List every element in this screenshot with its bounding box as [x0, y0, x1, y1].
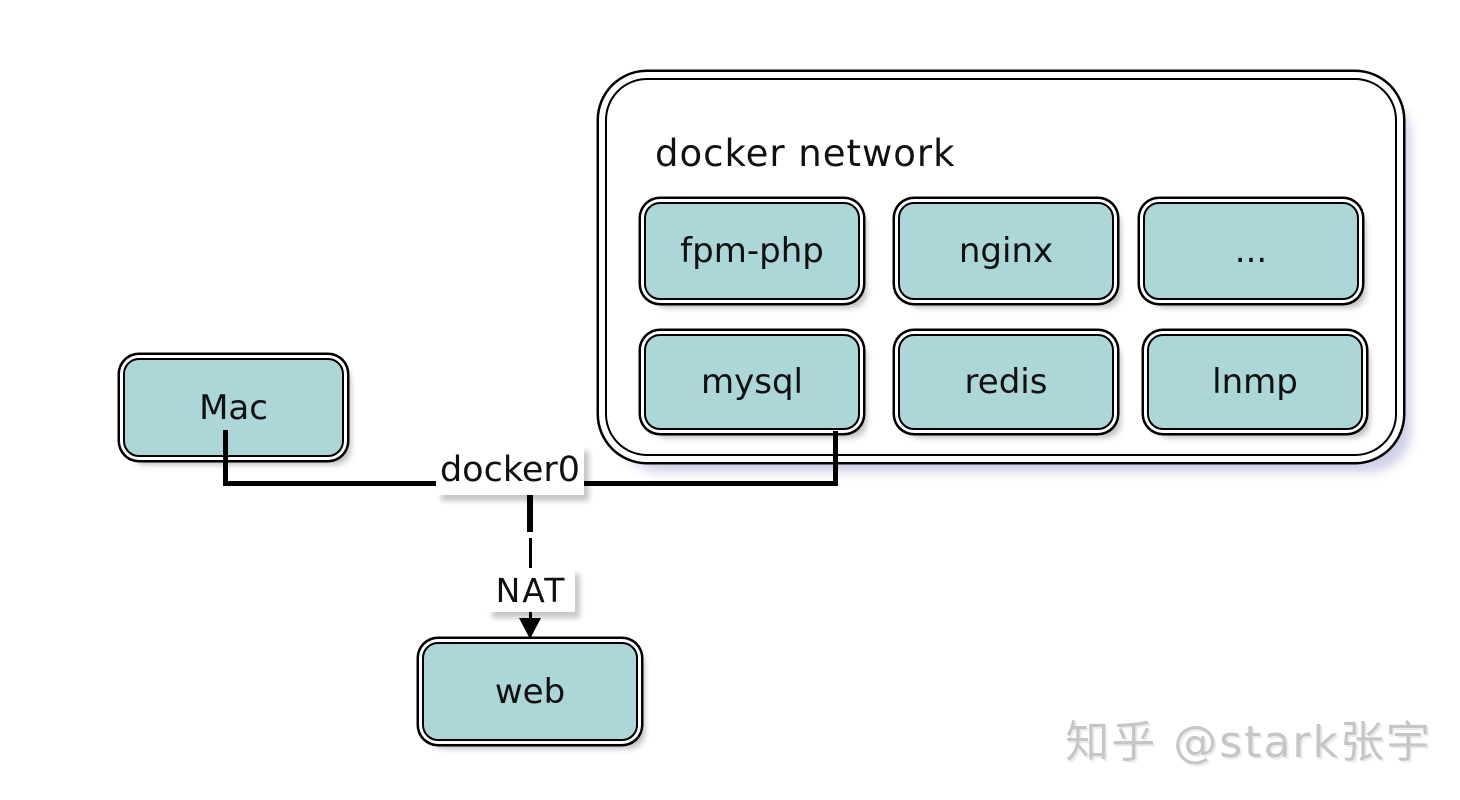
container-node-ellipsis: ...	[1143, 202, 1359, 300]
host-node-mac: Mac	[123, 358, 344, 457]
container-node-label: mysql	[701, 362, 803, 402]
watermark-text: 知乎 @stark张宇	[1065, 717, 1432, 768]
edge-label-docker0: docker0	[436, 445, 584, 495]
container-node-redis: redis	[898, 334, 1114, 430]
container-node-lnmp: lnmp	[1147, 334, 1363, 430]
container-node-nginx: nginx	[898, 202, 1114, 300]
host-node-label: Mac	[199, 387, 268, 428]
container-node-label: nginx	[958, 231, 1054, 271]
docker0-label-text: docker0	[439, 450, 581, 490]
container-node-label: ...	[1234, 231, 1268, 271]
container-node-label: lnmp	[1212, 362, 1298, 402]
container-node-mysql: mysql	[644, 334, 860, 430]
docker-network-container: docker network fpm-php nginx ... mysql r…	[605, 78, 1397, 456]
edge-bus-to-mysql	[833, 431, 838, 486]
web-node-label: web	[494, 671, 566, 712]
edge-bus-nat-stub	[527, 486, 533, 532]
container-node-fpm-php: fpm-php	[644, 202, 860, 300]
edge-mac-to-bus	[223, 430, 228, 486]
arrowhead-down-icon	[519, 618, 541, 639]
edge-label-nat: NAT	[487, 568, 575, 612]
container-node-label: redis	[964, 362, 1048, 402]
web-node: web	[422, 642, 638, 741]
nat-label-text: NAT	[495, 570, 567, 610]
container-node-label: fpm-php	[680, 231, 824, 271]
docker-network-title: docker network	[655, 132, 956, 175]
